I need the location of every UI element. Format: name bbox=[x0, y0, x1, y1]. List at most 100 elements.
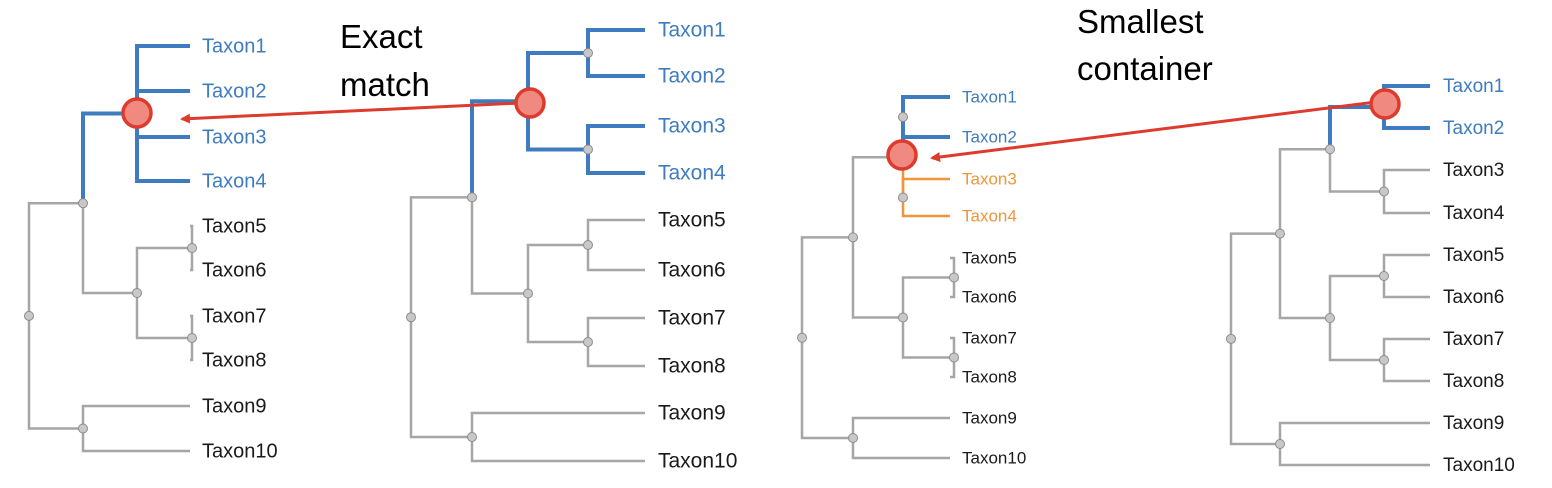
leaf-label-taxon1: Taxon1 bbox=[202, 35, 267, 57]
clade-match-marker bbox=[514, 87, 546, 119]
leaf-label-taxon7: Taxon7 bbox=[962, 328, 1017, 347]
leaf-label-taxon1: Taxon1 bbox=[962, 87, 1017, 106]
branch-taxon9 bbox=[81, 404, 190, 429]
branch-taxon8 bbox=[1382, 360, 1430, 383]
branch-taxon10 bbox=[81, 428, 190, 453]
branch-taxon5 bbox=[586, 218, 645, 245]
branch-taxon4 bbox=[135, 113, 190, 183]
leaf-label-taxon8: Taxon8 bbox=[658, 355, 726, 378]
leaf-label-taxon10: Taxon10 bbox=[962, 448, 1026, 467]
internal-node bbox=[1379, 355, 1389, 365]
internal-node bbox=[949, 272, 959, 283]
internal-node bbox=[132, 288, 142, 298]
leaf-label-taxon8: Taxon8 bbox=[1443, 371, 1504, 392]
branch-taxon7 bbox=[586, 316, 645, 342]
branch-internal bbox=[135, 293, 192, 340]
branch-internal bbox=[1328, 274, 1384, 318]
branch-internal bbox=[409, 196, 472, 318]
exact-match-arrow bbox=[180, 101, 521, 124]
branch-taxon2 bbox=[901, 117, 950, 139]
leaf-label-taxon5: Taxon5 bbox=[962, 248, 1017, 267]
leaf-label-taxon7: Taxon7 bbox=[1443, 329, 1504, 350]
leaf-label-taxon10: Taxon10 bbox=[658, 450, 737, 473]
internal-node bbox=[1325, 144, 1335, 155]
branch-internal bbox=[1278, 233, 1330, 320]
leaf-label-taxon5: Taxon5 bbox=[1443, 245, 1504, 266]
internal-node bbox=[1226, 333, 1236, 344]
internal-node bbox=[1325, 313, 1335, 323]
exact-match-caption-line2: match bbox=[340, 66, 430, 103]
branch-taxon10 bbox=[1278, 444, 1430, 467]
internal-node bbox=[898, 192, 908, 203]
smallest-container-caption-line1: Smallest bbox=[1077, 3, 1204, 40]
branch-taxon9 bbox=[851, 416, 950, 438]
leaf-label-taxon6: Taxon6 bbox=[1443, 287, 1504, 308]
leaf-label-taxon4: Taxon4 bbox=[658, 162, 726, 185]
internal-node bbox=[24, 310, 34, 321]
leaf-label-taxon4: Taxon4 bbox=[202, 170, 267, 192]
internal-node bbox=[949, 352, 959, 363]
internal-node bbox=[78, 423, 88, 434]
branch-taxon1 bbox=[586, 28, 645, 53]
internal-node bbox=[467, 192, 477, 203]
internal-node bbox=[848, 232, 858, 243]
branch-taxon9 bbox=[470, 411, 645, 437]
internal-node bbox=[848, 433, 858, 443]
branch-internal bbox=[901, 276, 954, 318]
internal-node bbox=[583, 240, 593, 250]
branch-taxon3 bbox=[901, 177, 950, 198]
leaf-label-taxon4: Taxon4 bbox=[1443, 203, 1505, 224]
internal-node bbox=[467, 432, 477, 442]
leaf-label-taxon8: Taxon8 bbox=[202, 349, 267, 371]
branch-taxon9 bbox=[1278, 421, 1430, 444]
branch-taxon6 bbox=[950, 277, 956, 299]
leaf-label-taxon1: Taxon1 bbox=[658, 19, 726, 42]
leaf-label-taxon5: Taxon5 bbox=[202, 215, 267, 237]
tree-1 bbox=[27, 44, 194, 453]
internal-node bbox=[187, 333, 197, 343]
leaf-label-taxon6: Taxon6 bbox=[658, 259, 726, 282]
branch-taxon10 bbox=[470, 437, 645, 463]
branch-internal bbox=[800, 236, 853, 338]
leaf-label-taxon6: Taxon6 bbox=[962, 287, 1017, 306]
branch-taxon8 bbox=[190, 338, 194, 362]
internal-node bbox=[797, 332, 807, 343]
branch-internal bbox=[1328, 149, 1384, 193]
tree-3 bbox=[800, 95, 956, 460]
branch-internal bbox=[470, 99, 528, 198]
internal-node bbox=[1379, 271, 1389, 281]
branch-taxon3 bbox=[586, 124, 645, 150]
branch-internal bbox=[1328, 318, 1384, 362]
leaf-label-taxon7: Taxon7 bbox=[658, 307, 726, 330]
branch-taxon8 bbox=[586, 342, 645, 368]
branch-taxon1 bbox=[901, 95, 950, 117]
leaf-label-taxon10: Taxon10 bbox=[202, 440, 278, 462]
leaf-label-taxon1: Taxon1 bbox=[1443, 76, 1504, 97]
internal-node bbox=[898, 112, 908, 122]
clade-match-marker bbox=[886, 139, 918, 171]
leaf-label-taxon10: Taxon10 bbox=[1443, 455, 1515, 476]
leaf-label-taxon2: Taxon2 bbox=[962, 127, 1017, 146]
branch-internal bbox=[27, 315, 83, 430]
tree-4 bbox=[1229, 84, 1430, 467]
leaf-label-taxon3: Taxon3 bbox=[962, 169, 1017, 188]
branch-taxon8 bbox=[950, 357, 956, 379]
branch-internal bbox=[851, 237, 903, 319]
smallest-container-caption-line2: container bbox=[1077, 50, 1213, 87]
branch-internal bbox=[81, 203, 137, 295]
internal-node bbox=[583, 48, 593, 58]
branch-internal bbox=[526, 243, 588, 294]
branch-taxon5 bbox=[1382, 253, 1430, 276]
clade-match-marker bbox=[121, 97, 153, 129]
branch-internal bbox=[901, 317, 954, 359]
branch-internal bbox=[81, 111, 137, 204]
leaf-label-taxon3: Taxon3 bbox=[202, 126, 267, 148]
internal-node bbox=[898, 312, 908, 323]
smallest-container-arrow bbox=[930, 100, 1377, 162]
branch-internal bbox=[1229, 338, 1280, 446]
leaf-label-taxon3: Taxon3 bbox=[658, 115, 726, 138]
branch-internal bbox=[851, 156, 903, 238]
leaf-label-taxon3: Taxon3 bbox=[1443, 160, 1504, 181]
branch-taxon7 bbox=[1382, 337, 1430, 360]
